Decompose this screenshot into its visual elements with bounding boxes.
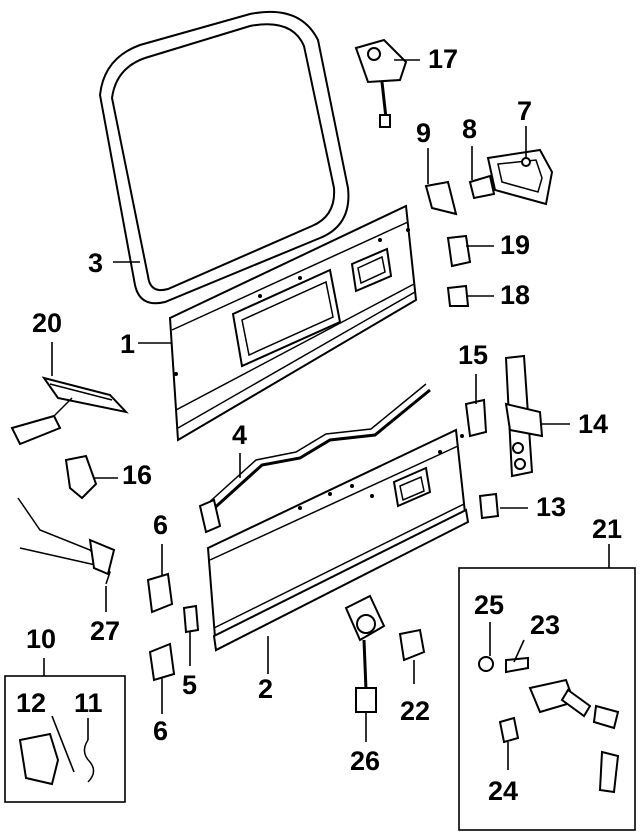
hinge-plate-part-14: [504, 354, 544, 478]
callout-7: 7: [517, 96, 533, 126]
callout-1: 1: [120, 329, 136, 359]
clip-part-9: [424, 180, 458, 216]
leader-lines: [51, 59, 570, 773]
clip-part-19: [446, 234, 472, 268]
callout-27: 27: [90, 616, 121, 646]
callout-22: 22: [400, 696, 431, 726]
clip-part-8: [468, 174, 496, 200]
callout-16: 16: [122, 460, 153, 490]
callout-21: 21: [592, 514, 623, 544]
weatherstrip-seal-part: [98, 10, 350, 305]
clip-part-13: [478, 492, 500, 520]
callout-15: 15: [458, 340, 489, 370]
callout-14: 14: [578, 409, 609, 439]
upper-gate-panel-part: [168, 204, 418, 442]
bracket-part-20: [10, 376, 129, 446]
pin-part-23: [505, 656, 529, 674]
callout-23: 23: [530, 610, 561, 640]
clip-part-24: [498, 716, 520, 744]
lock-part-12: [18, 732, 60, 786]
callout-18: 18: [500, 280, 531, 310]
latch-part-16: [64, 454, 98, 500]
handle-part: [486, 148, 554, 206]
callout-9: 9: [416, 118, 432, 148]
lock-cylinder-part-21: [528, 678, 620, 794]
callout-10: 10: [26, 624, 57, 654]
callout-13: 13: [536, 492, 567, 522]
callout-17: 17: [428, 44, 459, 74]
striker-part-15: [464, 398, 488, 438]
bushing-part-5: [182, 604, 200, 634]
callout-25: 25: [474, 590, 505, 620]
clip-part-22: [398, 628, 426, 662]
callout-24: 24: [488, 776, 519, 806]
callout-2: 2: [258, 674, 274, 704]
washer-part-25: [478, 656, 494, 672]
callout-5: 5: [182, 670, 198, 700]
callout-8: 8: [462, 114, 478, 144]
strut-hinge-part: [354, 38, 408, 128]
callout-6-lower: 6: [153, 716, 169, 746]
callout-26: 26: [350, 746, 381, 776]
callout-6-upper: 6: [153, 510, 169, 540]
callout-12: 12: [16, 688, 47, 718]
tailgate-panel-part: [206, 428, 470, 652]
callout-11: 11: [74, 688, 103, 718]
callout-20: 20: [32, 308, 63, 338]
callout-4: 4: [232, 420, 248, 450]
callout-19: 19: [500, 230, 531, 260]
clip-part-18: [446, 284, 470, 307]
hinge-part-6-lower: [148, 642, 176, 682]
latch-assembly-part-26: [344, 594, 386, 713]
kit-box-21: [458, 567, 636, 831]
cable-rod-part: [17, 497, 116, 585]
hinge-part-6-upper: [146, 572, 174, 614]
spring-part-11: [83, 739, 95, 783]
support-rod-part: [198, 383, 431, 534]
kit-box-10: [4, 675, 126, 803]
callout-3: 3: [88, 248, 104, 278]
